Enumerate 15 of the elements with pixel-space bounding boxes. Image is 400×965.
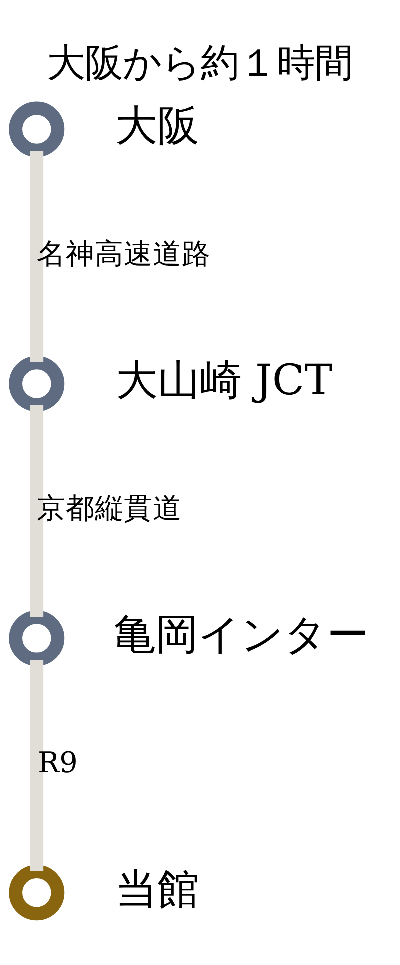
node-label: 亀岡インター (114, 610, 370, 660)
connector (30, 660, 44, 872)
node-label: 大阪 (115, 101, 200, 150)
node-label: 大山崎 JCT (116, 356, 333, 405)
edge-label: 名神高速道路 (36, 236, 211, 270)
connector (30, 406, 44, 617)
connector (30, 151, 44, 362)
node-circle (9, 102, 65, 158)
node-label: 当館 (115, 864, 200, 914)
node-circle (9, 610, 65, 666)
diagram-title: 大阪から約１時間 (47, 40, 353, 86)
node-circle (9, 865, 65, 921)
node-circle (9, 356, 65, 412)
edge-label: 京都縦貫道 (37, 490, 182, 525)
edge-label: R9 (38, 745, 78, 780)
